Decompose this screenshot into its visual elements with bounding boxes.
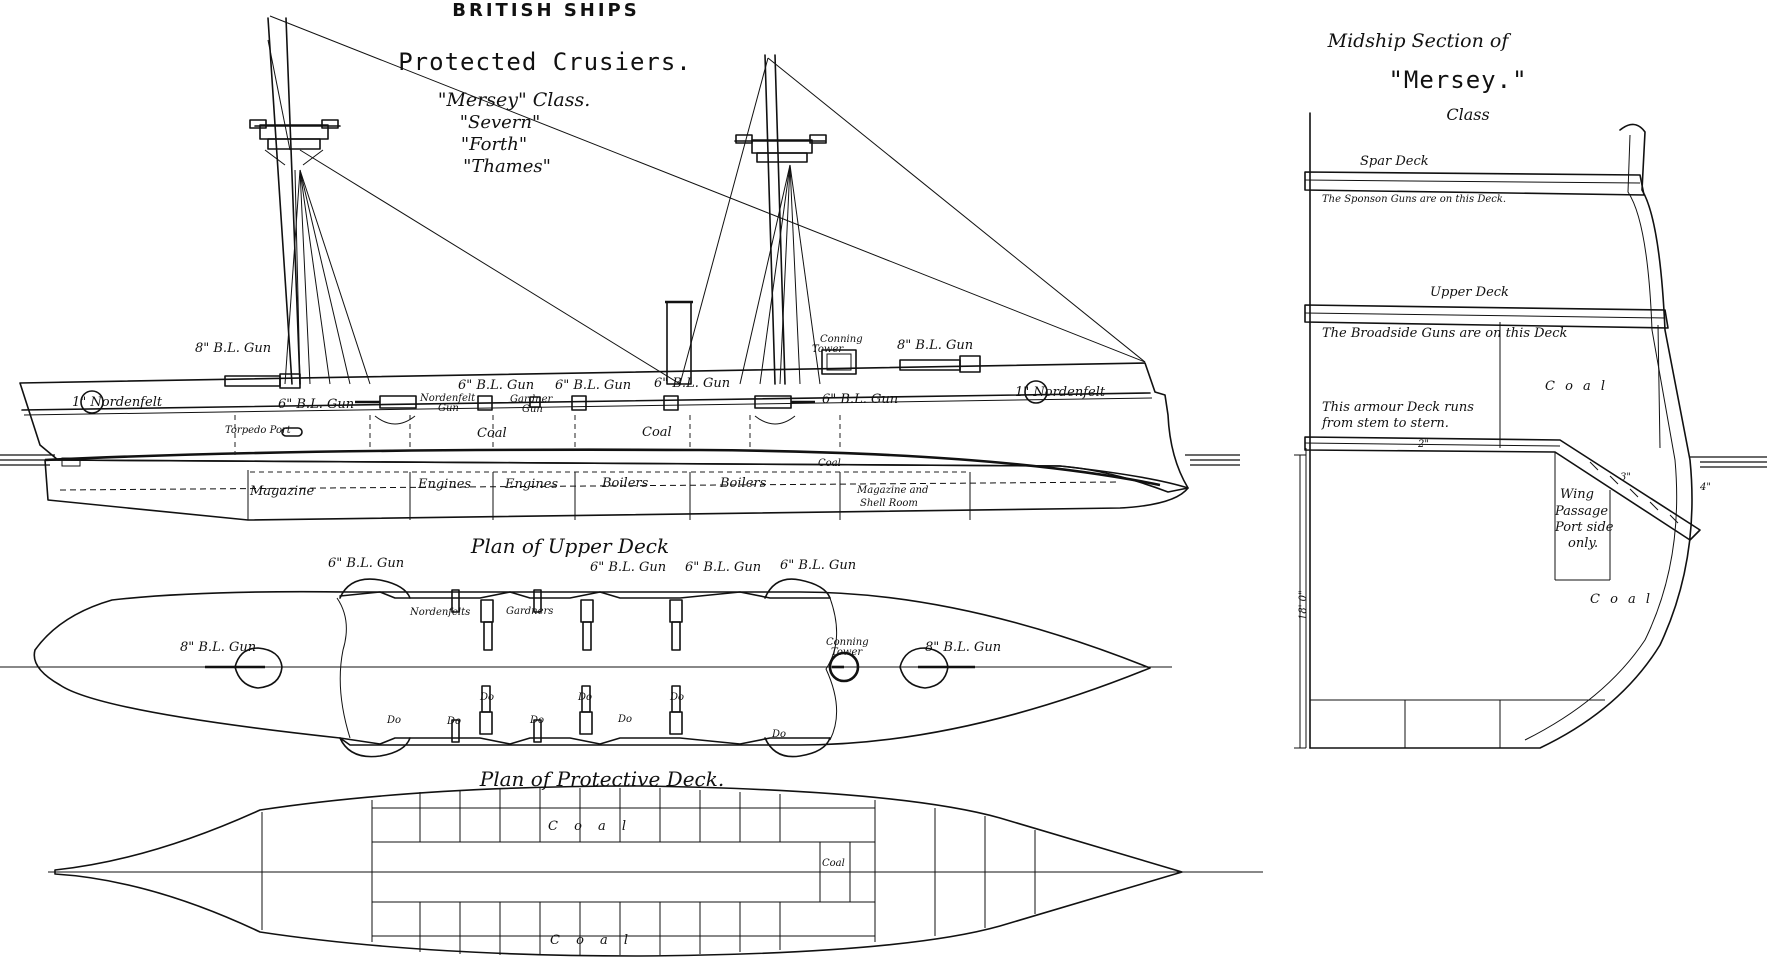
label-upper-deck: Upper Deck [1430,285,1509,300]
label-boilers-2: Boilers [719,476,767,491]
upper-deck-ditto-4: Do [529,715,544,726]
upper-deck-label-6in-4: 6" B.L. Gun [780,558,856,573]
label-sponson-note: The Sponson Guns are on this Deck. [1322,194,1506,205]
compartments [234,415,971,520]
side-profile: 8" B.L. Gun 8" B.L. Gun 6" B.L. Gun 6" B… [19,15,1189,521]
label-coal-1: Coal [477,426,507,441]
upper-deck-ditto-1: Do [386,715,401,726]
waterline [0,454,1767,468]
label-engines-2: Engines [504,477,558,492]
label-6in-gun-b: 6" B.L. Gun [458,378,534,393]
label-torpedo-port: Torpedo Port [225,425,292,436]
label-magazine-shell-2: Shell Room [860,498,918,509]
upper-deck-label-gardners: Gardners [506,606,553,617]
label-magazine-shell-1: Magazine and [856,485,928,496]
class-name-mersey: "Mersey" Class. [438,89,591,111]
upper-deck-label-conning-1: Conning [826,637,869,648]
label-gardner-gun-1: Gardner [510,394,553,405]
rigging [267,15,1146,385]
mainmast [734,54,827,385]
upper-deck-outline [33,590,1151,746]
label-6in-gun-a: 6" B.L. Gun [278,397,354,412]
class-name-thames: "Thames" [463,156,551,177]
hull-lower [44,459,1189,521]
label-gardner-gun-2: Gun [522,404,543,415]
label-8in-gun-forward: 8" B.L. Gun [195,341,271,356]
upper-deck-plan: Plan of Upper Deck [0,534,1172,758]
label-nordenfelt-gun-1: Nordenfelt [419,393,476,404]
class-name-forth: "Forth" [461,134,527,155]
label-coal-2: Coal [642,425,672,440]
class-name-severn: "Severn" [460,112,541,133]
label-boilers-1: Boilers [601,476,649,491]
armour-slope-hatch [1589,461,1679,524]
label-armour-mark-3: 4" [1699,482,1711,493]
hull-shell [1309,123,1693,749]
label-coal-3: Coal [818,458,841,469]
upper-deck-label-6in-1: 6" B.L. Gun [328,556,404,571]
label-coal-lower: C o a l [1590,592,1653,607]
label-nordenfelt-aft: 1" Nordenfelt [72,395,163,410]
upper-deck-broadside-guns [451,589,683,743]
midship-dimension: 18' 0" [1298,590,1309,620]
upper-deck-ditto-3: Do [479,692,494,703]
sheet-subtitle: Protected Crusiers. [398,48,692,76]
upper-deck-ditto-5: Do [577,692,592,703]
upper-deck-ditto-2: Do [446,716,461,727]
label-8in-gun-aft: 8" B.L. Gun [897,338,973,353]
label-conning-tower-2: Tower [812,344,844,355]
label-broadside-note: The Broadside Guns are on this Deck [1322,326,1568,341]
midship-class: Class [1446,105,1489,124]
protective-deck-coal-top: C o a l [548,819,632,834]
label-6in-gun-c: 6" B.L. Gun [555,378,631,393]
label-nordenfelt-fwd: 1" Nordenfelt [1015,385,1106,400]
label-wing-3: Port side [1554,520,1614,535]
upper-deck-label-8in-fwd: 8" B.L. Gun [925,640,1001,655]
label-armour-note-1: This armour Deck runs [1322,400,1474,415]
protective-deck-frames [261,788,1036,955]
protective-deck-coal-bottom: C o a l [550,933,634,948]
conning-tower-plan [828,651,860,683]
label-magazine: Magazine [249,484,315,499]
upper-deck-label-nordenfelts: Nordenfelts [409,607,470,618]
upper-deck-label-6in-2: 6" B.L. Gun [590,560,666,575]
label-conning-tower-1: Conning [820,334,863,345]
upper-deck-ditto-8: Do [771,729,786,740]
label-spar-deck: Spar Deck [1360,154,1429,169]
label-6in-gun-d: 6" B.L. Gun [654,376,730,391]
sheet-title: BRITISH SHIPS [452,0,639,21]
label-wing-4: only. [1568,536,1598,551]
upper-deck-ditto-7: Do [669,692,684,703]
midship-section: Midship Section of "Mersey." Class [1294,30,1711,749]
upper-deck-label-8in-aft: 8" B.L. Gun [180,640,256,655]
upper-deck-ditto-6: Do [617,714,632,725]
label-wing-2: Passage [1554,504,1608,519]
profile-guns [61,349,1048,467]
label-engines-1: Engines [417,477,471,492]
label-6in-gun-e: 6" B.L. Gun [822,392,898,407]
label-armour-mark-2: 3" [1620,472,1631,483]
label-wing-1: Wing [1560,487,1594,502]
protective-deck-coal-fwd: Coal [822,858,845,869]
upper-deck-plan-title: Plan of Upper Deck [470,534,669,558]
label-coal-upper: C o a l [1545,379,1608,394]
foremast [249,17,341,385]
protective-deck-plan: Plan of Protective Deck. [48,767,1263,957]
label-armour-note-2: from stem to stern. [1321,416,1449,431]
midship-ship-name: "Mersey." [1388,66,1527,94]
midship-title: Midship Section of [1327,30,1512,52]
header: BRITISH SHIPS Protected Crusiers. "Merse… [398,0,692,177]
label-nordenfelt-gun-2: Gun [438,403,459,414]
funnel [665,300,693,385]
upper-deck-label-conning-2: Tower [831,647,863,658]
protective-deck-outline [54,785,1183,957]
profile-labels: 8" B.L. Gun 8" B.L. Gun 6" B.L. Gun 6" B… [72,334,1106,509]
label-armour-mark-1: 2" [1417,439,1429,450]
upper-deck-label-6in-3: 6" B.L. Gun [685,560,761,575]
